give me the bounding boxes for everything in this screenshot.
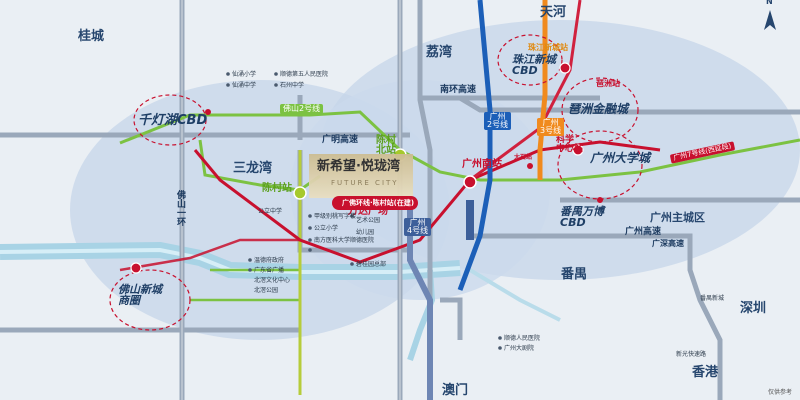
station-pazhou: 琶洲站 [596,79,620,88]
project-title: 新希望·悦珑湾 [317,159,400,174]
road-foshan-ring: 佛山一环 [175,190,185,226]
poi-item: 仙涌中学 [232,82,257,89]
region-guicheng: 桂城 [78,29,105,44]
poi-item: 幼儿园 [356,229,375,236]
station-chencun-north: 陈村 北站 [376,135,396,156]
poi-item: 碧桂园总部 [356,261,387,268]
cbd-foshan-new: 佛山新城 商圈 [118,283,162,307]
tag-gz-line4: 广州 4号线 [404,218,432,236]
project-banner[interactable]: 新希望·悦珑湾 FUTURE CITY [309,154,413,198]
wanda-plaza: 万达广场 [348,206,388,217]
cbd-qiandenghu: 千灯湖CBD [138,113,208,128]
station-markers [130,62,603,274]
gz-line2 [457,0,493,291]
ring-tag: 广佛环线·陈村站(在建) [332,196,419,210]
station-zhujiang: 珠江新城站 [528,43,568,52]
poi-item: 广州大剧院 [504,345,535,352]
north-arrow-icon [764,10,776,30]
poi-item: 仙涌小学 [232,71,257,78]
cbd-wanbo: 番禺万博 CBD [560,205,604,229]
road-nanhuan: 南环高速 [440,85,477,95]
poi-item: 番禺新城 [700,295,725,302]
footer-note: 仅供参考 [768,389,793,396]
region-hongkong: 香港 [692,365,719,380]
region-aomen: 澳门 [442,383,469,398]
station-dashi: 大石站 [514,154,533,161]
station-science: 科学 中心站 [556,135,584,154]
ring-line [193,140,661,264]
ring-tag-label: 广佛环线·陈村站 [342,199,394,207]
region-shenzhen: 深圳 [740,301,767,316]
station-chencun: 陈村站 [262,183,292,194]
region-tianhe: 天河 [540,5,567,20]
station-guangzhou-south: 广州南站 [462,159,502,170]
poi-item: 艺术公园 [356,217,381,224]
region-panyu: 番禺 [561,267,588,282]
poi-item: 公立中学 [258,208,283,215]
region-liwan: 荔湾 [426,45,453,60]
poi-item: 新光快速路 [676,351,707,358]
foshan-line2 [119,110,800,182]
tag-gz-line3: 广州 3号线 [537,118,565,136]
poi-item: 温德府政府 [254,257,285,264]
tag-gz-line2: 广州 2号线 [484,112,512,130]
poi-item: 甲级别桃写字楼 [314,213,357,220]
poi-item: 北滘公园 [254,287,279,294]
poi-item: 石州中学 [280,82,305,89]
poi-item: 广东省广播 [254,267,285,274]
region-sanlongwan: 三龙湾 [233,161,273,176]
cbd-pazhou: 琶洲金融城 [568,102,629,116]
tag-foshan-line2: 佛山2号线 [280,104,324,114]
poi-item: 顺德第五人民医院 [280,71,329,78]
project-subtitle: FUTURE CITY [331,179,399,187]
north-label: N [766,0,773,6]
poi-item: 公立小学 [314,225,339,232]
poi-item: 北滘文化中心 [254,277,291,284]
poi-item: 顺德人民医院 [504,335,541,342]
cbd-zhujiang: 珠江新城 CBD [512,53,556,77]
road-guangming: 广明高速 [322,135,359,145]
poi-item: 南方医科大学顺德医院 [314,237,375,244]
road-gz-highway: 广州高速 [625,227,662,237]
region-gz-main: 广州主城区 [650,211,705,224]
road-guangshen: 广深高速 [652,239,684,248]
ring-tag-sub: (在建) [393,199,415,207]
cbd-university: 广州大学城 [590,151,651,165]
